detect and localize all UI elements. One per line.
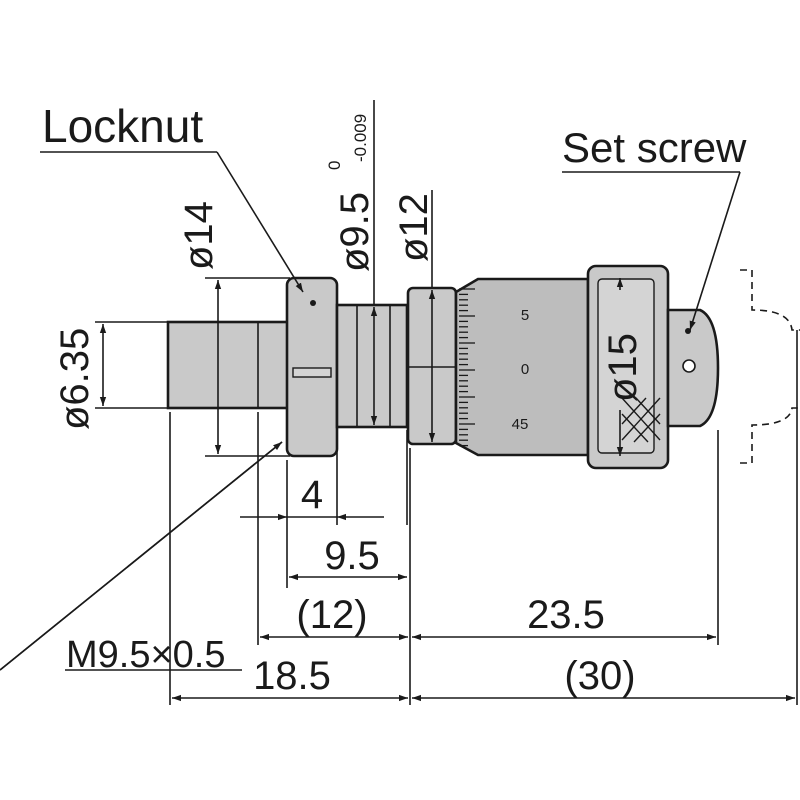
diameter-12-label: ø12 — [392, 193, 436, 262]
diameter-6-35-label: ø6.35 — [53, 328, 97, 430]
dim-18-5: 18.5 — [253, 654, 331, 698]
diameter-14-label: ø14 — [177, 201, 221, 270]
dim-30-reference: (30) — [564, 654, 635, 698]
set-screw-label: Set screw — [562, 124, 747, 171]
diameter-15-label: ø15 — [601, 333, 645, 402]
thread-label: M9.5×0.5 — [66, 634, 226, 676]
leader-lines — [0, 151, 741, 671]
dim-9-5: 9.5 — [324, 534, 380, 578]
dim-4: 4 — [301, 473, 323, 517]
thimble-scale-0: 0 — [521, 361, 529, 378]
anvil-outline-dashed — [740, 269, 800, 464]
knurl-pattern — [621, 397, 661, 443]
dim-23-5: 23.5 — [527, 593, 605, 637]
spindle — [166, 320, 292, 410]
thimble-graduations — [459, 288, 475, 447]
thimble-scale-45: 45 — [512, 416, 529, 433]
dim-12-reference: (12) — [296, 593, 367, 637]
set-screw-hole — [682, 359, 696, 373]
diameter-9-5-label: ø9.5 — [333, 192, 377, 272]
thimble-scale-5: 5 — [521, 307, 529, 324]
diameter-9-5-upper-tolerance: 0 — [325, 161, 344, 170]
locknut-label: Locknut — [42, 100, 203, 152]
extension-lines — [95, 100, 798, 705]
clamp-shank — [335, 303, 409, 429]
dimension-lines — [99, 278, 795, 702]
diameter-9-5-lower-tolerance: -0.009 — [351, 114, 370, 162]
locknut — [285, 276, 339, 458]
